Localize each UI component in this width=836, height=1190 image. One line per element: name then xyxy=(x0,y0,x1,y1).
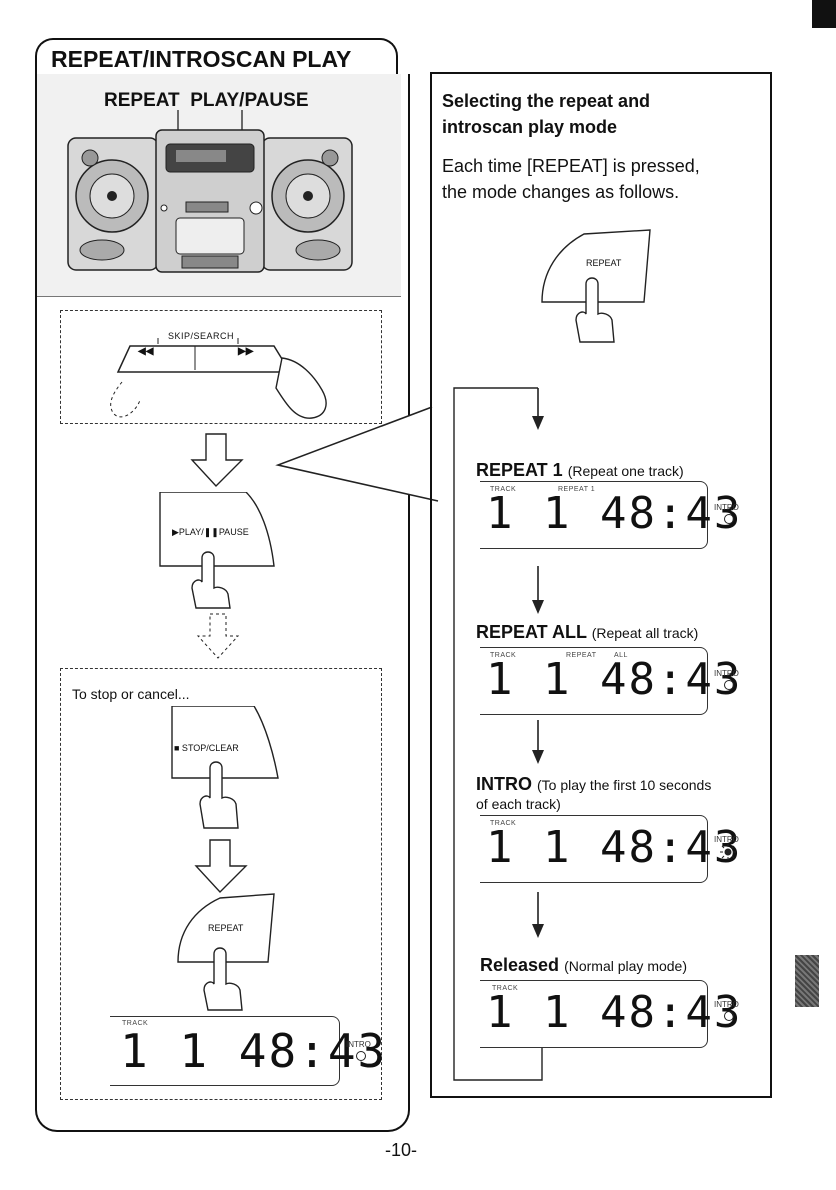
stop-cancel-text: To stop or cancel... xyxy=(72,686,190,702)
lcd-repeat-indicator: REPEAT xyxy=(566,652,597,659)
lcd-track-label: TRACK xyxy=(122,1020,149,1027)
right-panel xyxy=(430,72,772,1098)
intro-indicator xyxy=(724,680,734,690)
intro-label: INTRO xyxy=(346,1040,371,1049)
lcd-display xyxy=(480,980,708,1048)
callout-pointer xyxy=(275,406,439,502)
lcd-display xyxy=(480,647,708,715)
repeat-button[interactable]: REPEAT xyxy=(586,258,622,268)
lcd-repeat-indicator: REPEAT 1 xyxy=(558,486,596,493)
intro-blinking-indicator-icon xyxy=(720,844,736,860)
lcd-track-label: TRACK xyxy=(490,820,517,827)
left-panel xyxy=(35,74,410,1132)
repeat-button-illustration xyxy=(177,893,275,1011)
stop-cancel-box xyxy=(60,668,382,1100)
page-number: -10- xyxy=(385,1140,418,1160)
stop-clear-illustration xyxy=(171,706,279,829)
intro-indicator xyxy=(724,514,734,524)
stereo-system-illustration xyxy=(67,110,353,273)
mode-repeat-1-title: REPEAT 1 (Repeat one track) xyxy=(476,460,684,480)
lcd-digits: 1 1 48:43 xyxy=(486,822,743,873)
stop-clear-button[interactable]: ■ STOP/CLEAR xyxy=(174,743,239,753)
lcd-digits: 1 1 48:43 xyxy=(486,654,743,705)
down-arrow-icon xyxy=(194,839,248,894)
section-body: Each time [REPEAT] is pressed,the mode c… xyxy=(442,156,700,202)
skip-prev-button[interactable]: ◀◀ xyxy=(138,346,154,357)
lcd-track-label: TRACK xyxy=(490,652,517,659)
play-pause-button[interactable]: ▶PLAY/❚❚PAUSE xyxy=(172,527,249,537)
mode-released-title: Released (Normal play mode) xyxy=(480,955,688,975)
intro-indicator xyxy=(356,1051,366,1061)
skip-search-illustration xyxy=(110,338,327,419)
intro-label: INTRO xyxy=(714,669,739,678)
repeat-play-pause-label: REPEAT PLAY/PAUSE xyxy=(104,90,309,111)
section-side-tab xyxy=(795,955,819,1007)
intro-label: INTRO xyxy=(714,503,739,512)
play-pause-illustration xyxy=(159,492,275,609)
mode-repeat-all-title: REPEAT ALL (Repeat all track) xyxy=(476,622,699,642)
intro-label: INTRO xyxy=(714,835,739,844)
page-title: REPEAT/INTROSCAN PLAY xyxy=(35,38,398,76)
lcd-digits: 1 1 48:43 xyxy=(120,1024,388,1078)
lcd-display xyxy=(480,815,708,883)
mode-intro-title: INTRO (To play the first 10 seconds of e… xyxy=(476,774,712,812)
lcd-track-label: TRACK xyxy=(492,985,519,992)
repeat-button[interactable]: REPEAT xyxy=(208,923,244,933)
lcd-digits: 1 1 48:43 xyxy=(486,488,743,539)
page-corner-tab xyxy=(812,0,836,28)
mode-cycle-flow xyxy=(453,387,544,1081)
lcd-display xyxy=(110,1016,340,1086)
skip-next-button[interactable]: ▶▶ xyxy=(238,346,254,357)
lcd-display xyxy=(480,481,708,549)
repeat-button-illustration xyxy=(541,229,651,343)
down-arrow-icon xyxy=(190,433,244,488)
dashed-down-arrow-icon xyxy=(196,613,240,659)
skip-search-box xyxy=(60,310,382,424)
skip-search-label: SKIP/SEARCH xyxy=(168,331,235,341)
intro-label: INTRO xyxy=(714,1000,739,1009)
lcd-digits: 1 1 48:43 xyxy=(486,987,743,1038)
lcd-track-label: TRACK xyxy=(490,486,517,493)
lcd-all-indicator: ALL xyxy=(614,652,628,659)
intro-indicator xyxy=(724,1011,734,1021)
